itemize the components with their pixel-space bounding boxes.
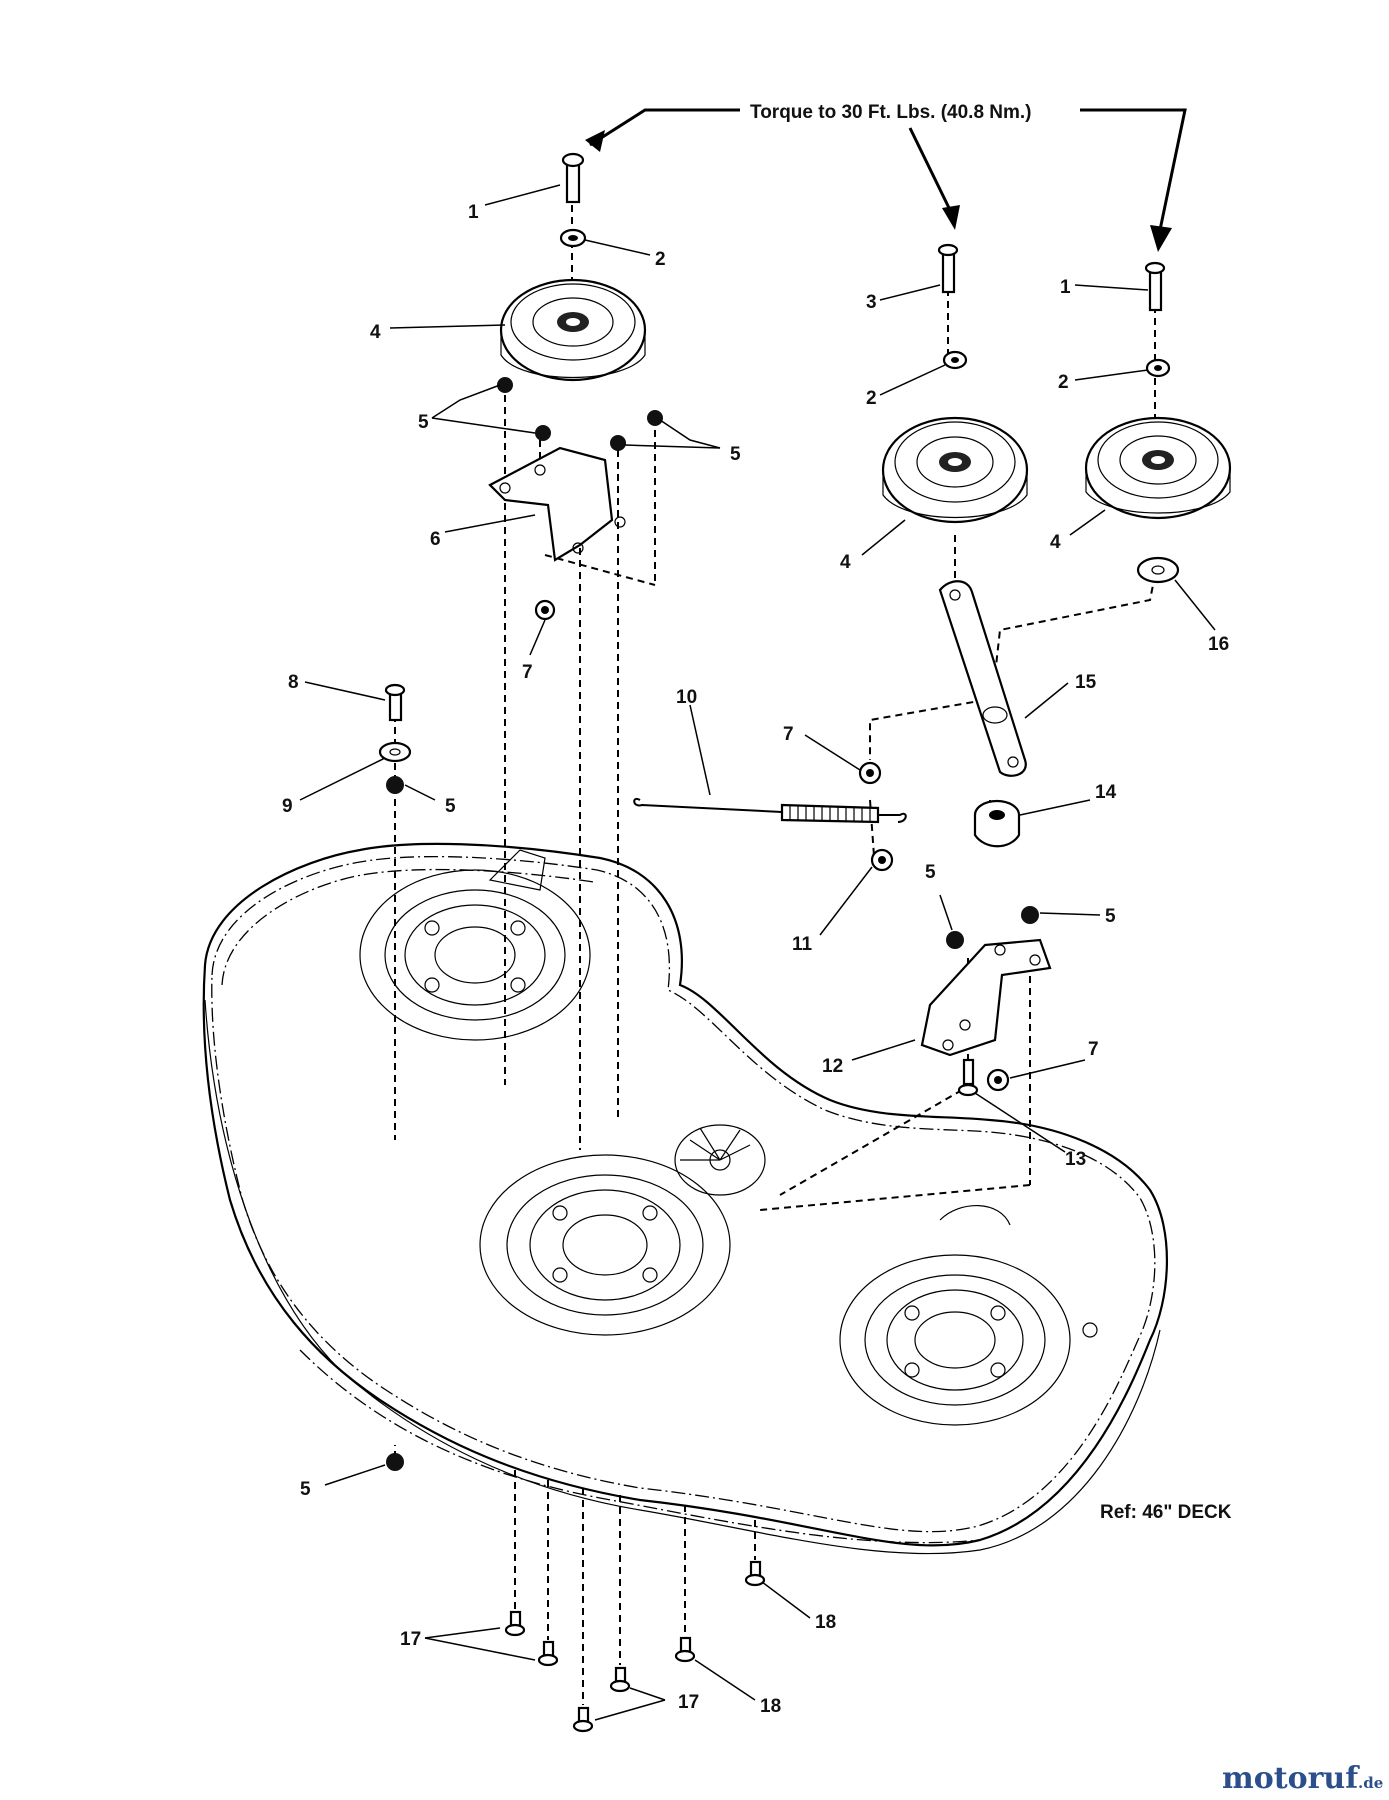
nut-5-c <box>610 435 626 451</box>
idler-pulley-4-mid <box>881 416 1029 524</box>
callout-5-f: 5 <box>300 1479 311 1500</box>
spring-10 <box>633 797 907 824</box>
callout-8: 8 <box>288 672 299 693</box>
callout-9: 9 <box>282 796 293 817</box>
callout-14: 14 <box>1095 782 1117 803</box>
leader-lines <box>299 184 1216 1721</box>
mower-deck <box>202 842 1169 1555</box>
bolt-18-b <box>744 1560 766 1587</box>
locknut-7-right <box>986 1068 1010 1092</box>
idler-arm-15 <box>938 580 1027 777</box>
nut-5-f <box>946 931 964 949</box>
callout-16: 16 <box>1208 634 1229 655</box>
callout-13: 13 <box>1065 1149 1086 1170</box>
callout-7-right: 7 <box>1088 1039 1099 1060</box>
nut-11 <box>870 848 894 872</box>
callout-6: 6 <box>430 529 441 550</box>
idler-pulley-4-right <box>1084 416 1232 520</box>
callout-7-mid: 7 <box>783 724 794 745</box>
washer-2-left <box>559 228 587 248</box>
bolt-1-left <box>561 152 585 204</box>
callout-10: 10 <box>676 687 697 708</box>
washer-2-right <box>1145 358 1171 378</box>
callout-4-right: 4 <box>1050 532 1061 553</box>
bolt-1-right <box>1144 261 1166 312</box>
callout-18-lower: 18 <box>760 1696 781 1717</box>
nut-5-d <box>647 410 663 426</box>
callout-5-c: 5 <box>445 796 456 817</box>
callout-2-right: 2 <box>1058 372 1069 393</box>
callout-2-left: 2 <box>655 249 666 270</box>
callout-17-bottom: 17 <box>678 1692 699 1713</box>
callout-5-e: 5 <box>1105 906 1116 927</box>
bushing-14 <box>973 799 1021 848</box>
right-spindle <box>839 1254 1071 1426</box>
bolt-17-b <box>537 1640 559 1667</box>
bolt-18-a <box>674 1636 696 1663</box>
callout-1-right: 1 <box>1060 277 1071 298</box>
bolt-17-d <box>609 1666 631 1693</box>
callout-1-left: 1 <box>468 202 479 223</box>
washer-9 <box>378 741 412 763</box>
torque-note: Torque to 30 Ft. Lbs. (40.8 Nm.) <box>750 102 1032 123</box>
watermark-suffix: .de <box>1358 1774 1383 1792</box>
torque-note-group: Torque to 30 Ft. Lbs. (40.8 Nm.) <box>585 102 1187 252</box>
left-spindle <box>359 869 591 1041</box>
callout-4-left: 4 <box>370 322 381 343</box>
callouts: 1 2 4 5 5 6 7 8 9 5 10 7 11 3 2 4 1 2 4 … <box>282 202 1229 1717</box>
bolt-3 <box>937 243 959 294</box>
nut-5-e <box>386 776 404 794</box>
motoruf-watermark: motoruf .de <box>1222 1761 1383 1796</box>
callout-3: 3 <box>866 292 877 313</box>
callout-15: 15 <box>1075 672 1097 693</box>
callout-17-left: 17 <box>400 1629 421 1650</box>
center-spindle <box>479 1154 731 1336</box>
callout-5-a: 5 <box>418 412 429 433</box>
bracket-6 <box>488 446 626 562</box>
deck-reference-label: Ref: 46" DECK <box>1100 1502 1232 1523</box>
watermark-name: motoruf <box>1222 1761 1360 1796</box>
callout-18-upper: 18 <box>815 1612 836 1633</box>
callout-7-left: 7 <box>522 662 533 683</box>
deck-fan-hub <box>674 1124 766 1196</box>
bolt-17-c <box>572 1706 594 1733</box>
bolt-17-a <box>504 1610 526 1637</box>
bolt-8 <box>384 683 406 722</box>
nut-5-b <box>535 425 551 441</box>
locknut-7-left <box>534 599 556 621</box>
nut-5-h <box>386 1453 404 1471</box>
callout-12: 12 <box>822 1056 843 1077</box>
locknut-7-mid <box>858 761 882 785</box>
spacer-16 <box>1136 556 1180 584</box>
deck-shell <box>202 842 1169 1547</box>
bracket-12 <box>920 938 1052 1057</box>
nut-5-g <box>1021 906 1039 924</box>
idler-pulley-4-left <box>499 278 647 382</box>
bolt-13 <box>957 1058 979 1097</box>
callout-11: 11 <box>792 934 813 955</box>
washer-2-mid <box>942 350 968 370</box>
nut-5-a <box>497 377 513 393</box>
callout-2-mid: 2 <box>866 388 877 409</box>
callout-5-b: 5 <box>730 444 741 465</box>
callout-4-mid: 4 <box>840 552 851 573</box>
callout-5-d: 5 <box>925 862 936 883</box>
